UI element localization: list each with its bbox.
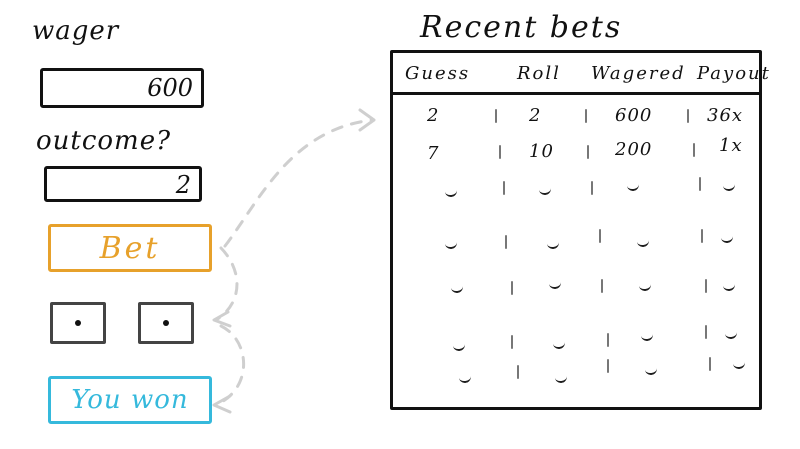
row-2-separator-3 xyxy=(693,143,695,157)
empty-cell-stroke xyxy=(444,186,458,198)
empty-cell-stroke xyxy=(548,278,562,290)
row-4-separator-2 xyxy=(599,229,601,243)
arrowhead-icon xyxy=(358,108,376,132)
arrowhead-icon xyxy=(212,394,232,414)
empty-cell-stroke xyxy=(722,280,736,292)
row-1-payout: 36x xyxy=(707,105,744,126)
outcome-value: 2 xyxy=(175,171,191,199)
empty-cell-stroke xyxy=(640,330,654,342)
row-1-separator-3 xyxy=(687,109,689,123)
row-1-guess: 2 xyxy=(427,105,440,126)
table-header: Guess Roll Wagered Payout xyxy=(393,53,769,95)
empty-cell-stroke xyxy=(552,338,566,350)
row-7-separator-1 xyxy=(517,365,519,379)
header-wagered: Wagered xyxy=(591,63,686,84)
bet-button[interactable]: Bet xyxy=(48,224,212,272)
wager-input[interactable]: 600 xyxy=(40,68,204,108)
row-6-separator-3 xyxy=(705,325,707,339)
row-2-guess: 7 xyxy=(427,143,440,164)
row-4-separator-1 xyxy=(505,235,507,249)
row-6-separator-1 xyxy=(511,335,513,349)
outcome-input[interactable]: 2 xyxy=(44,166,202,202)
empty-cell-stroke xyxy=(636,236,650,248)
empty-cell-stroke xyxy=(554,372,568,384)
empty-cell-stroke xyxy=(538,184,552,196)
row-4-separator-3 xyxy=(701,229,703,243)
row-2-payout: 1x xyxy=(719,135,743,156)
row-7-separator-3 xyxy=(709,357,711,371)
arrowhead-icon xyxy=(212,310,232,328)
empty-cell-stroke xyxy=(452,340,466,352)
row-7-separator-2 xyxy=(607,359,609,373)
empty-cell-stroke xyxy=(546,238,560,250)
row-1-separator-2 xyxy=(585,109,587,123)
empty-cell-stroke xyxy=(444,238,458,250)
row-5-separator-1 xyxy=(511,281,513,295)
wager-label: wager xyxy=(32,16,120,46)
row-3-separator-1 xyxy=(503,181,505,195)
row-2-wagered: 200 xyxy=(615,139,653,160)
header-guess: Guess xyxy=(405,63,471,84)
curved-dashed-arrow-icon xyxy=(214,246,239,322)
row-5-separator-3 xyxy=(705,279,707,293)
row-3-separator-3 xyxy=(699,177,701,191)
outcome-label: outcome? xyxy=(36,126,172,156)
empty-cell-stroke xyxy=(722,180,736,192)
header-roll: Roll xyxy=(517,63,561,84)
wager-value: 600 xyxy=(147,74,193,102)
header-payout: Payout xyxy=(697,63,771,84)
row-2-separator-2 xyxy=(587,145,589,159)
row-2-roll: 10 xyxy=(529,141,554,162)
empty-cell-stroke xyxy=(450,282,464,294)
empty-cell-stroke xyxy=(720,232,734,244)
empty-cell-stroke xyxy=(724,328,738,340)
row-1-roll: 2 xyxy=(529,105,542,126)
empty-cell-stroke xyxy=(458,372,472,384)
empty-cell-stroke xyxy=(644,364,658,376)
row-2-separator-1 xyxy=(499,145,501,159)
result-box: You won xyxy=(48,376,212,424)
die-left xyxy=(50,302,106,344)
row-6-separator-2 xyxy=(607,333,609,347)
row-3-separator-2 xyxy=(591,181,593,195)
curved-dashed-arrow-icon xyxy=(223,118,374,248)
row-1-separator-1 xyxy=(495,109,497,123)
row-5-separator-2 xyxy=(601,279,603,293)
empty-cell-stroke xyxy=(732,358,746,370)
row-1-wagered: 600 xyxy=(615,105,653,126)
curved-dashed-arrow-icon xyxy=(214,324,246,407)
die-right xyxy=(138,302,194,344)
recent-bets-table: Guess Roll Wagered Payout 2 2 600 36x 7 … xyxy=(390,50,769,410)
empty-cell-stroke xyxy=(626,180,640,192)
recent-bets-title: Recent bets xyxy=(420,10,623,45)
empty-cell-stroke xyxy=(638,280,652,292)
die-pip xyxy=(163,320,169,326)
die-pip xyxy=(75,320,81,326)
